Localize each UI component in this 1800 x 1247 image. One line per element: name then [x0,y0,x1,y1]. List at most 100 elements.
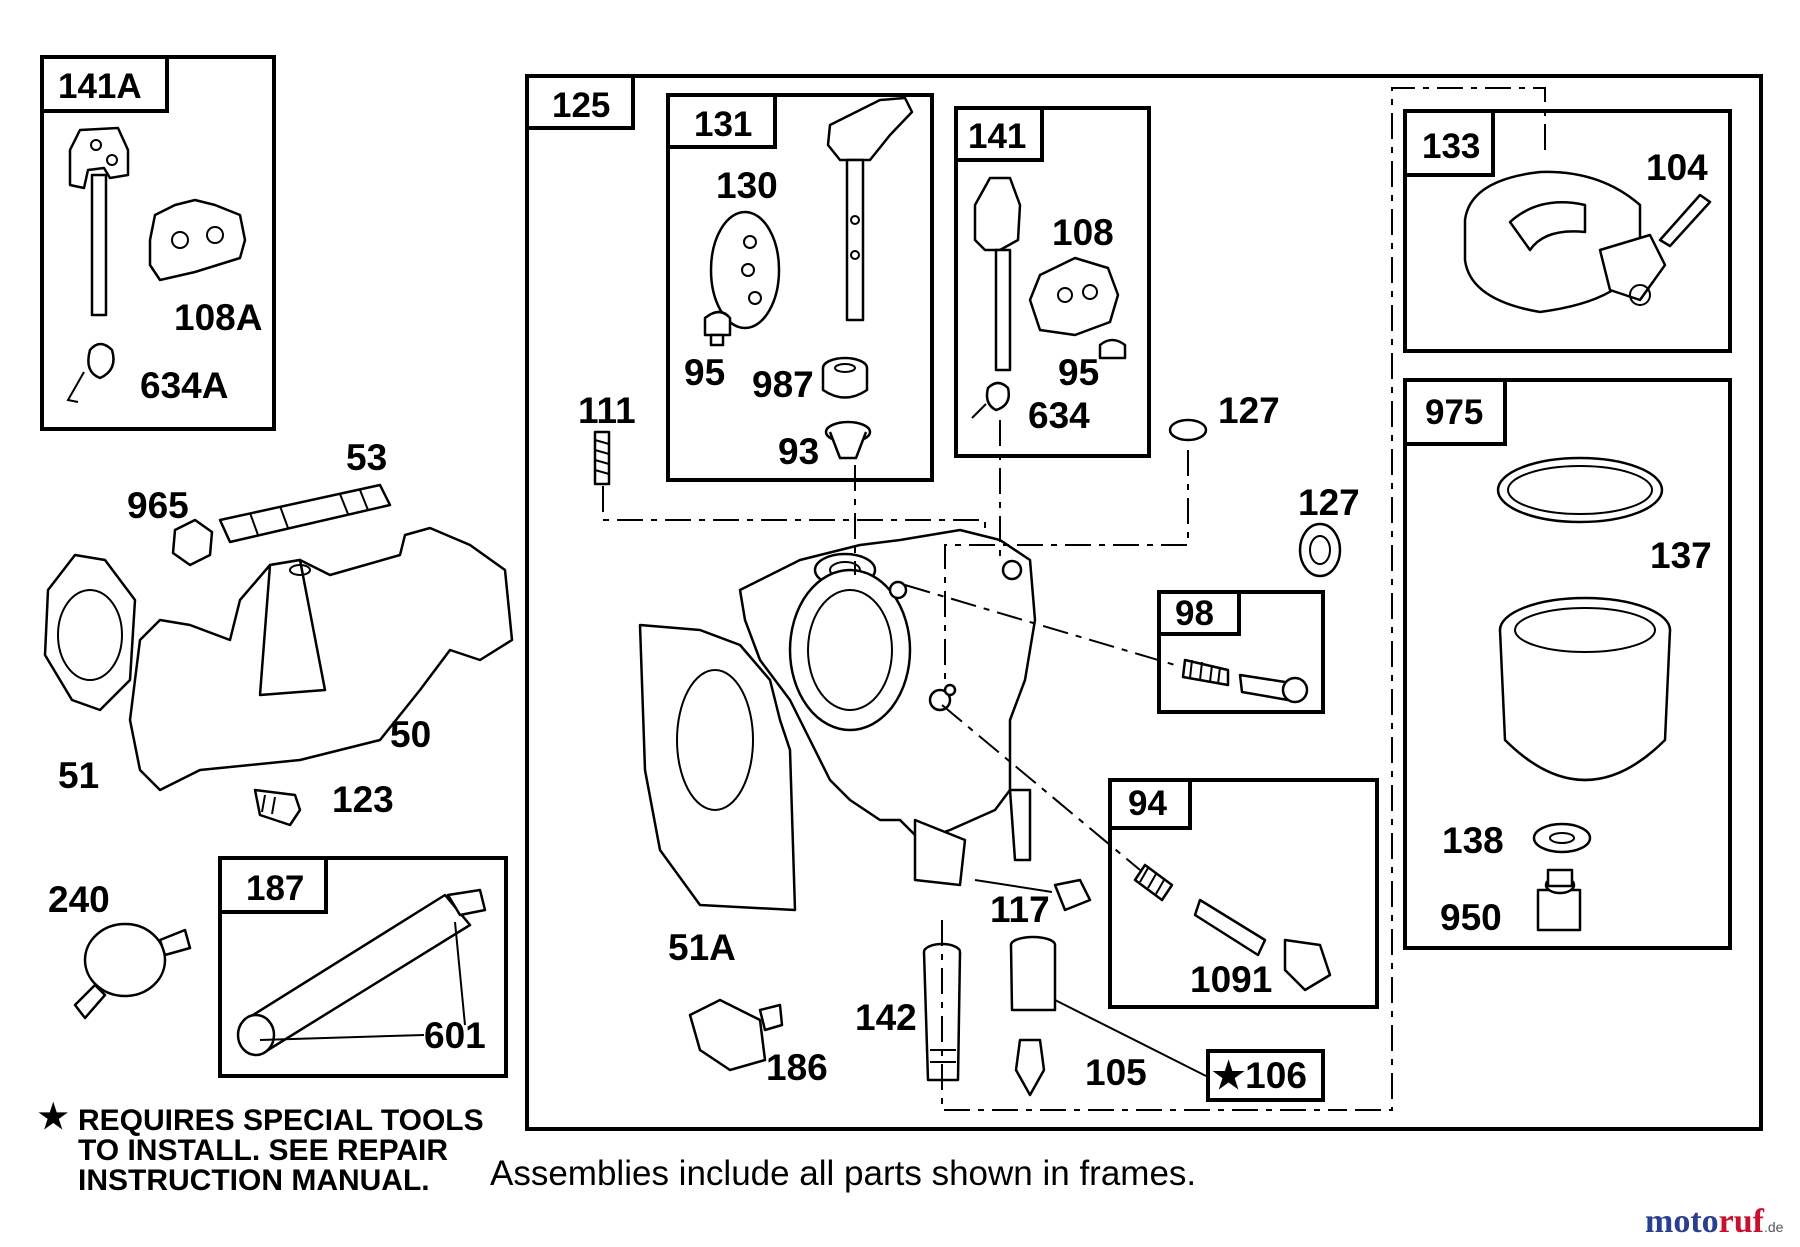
line-94 [941,704,1141,871]
part-manifold-50 [128,526,514,792]
part-choke-plate-130 [709,210,781,330]
dash-bracket-right [1345,87,1546,1111]
part-bowl-975 [1498,596,1672,782]
part-screw-123 [253,788,302,827]
caption: Assemblies include all parts shown in fr… [490,1154,1196,1193]
label-186: 186 [766,1047,828,1088]
part-gasket-51a [638,623,797,912]
label-127-upper: 127 [1218,390,1280,431]
label-965: 965 [127,485,189,526]
label-93: 93 [778,431,819,472]
leader-601a [259,1034,425,1041]
part-washer-138 [1532,822,1592,854]
part-choke-shaft [826,96,914,322]
part-throttle-shaft-141 [973,176,1022,372]
part-needle-94 [1193,898,1267,957]
label-105: 105 [1085,1052,1147,1093]
part-limiter-cap-1091 [1283,938,1332,992]
line-111 [602,486,986,535]
label-111: 111 [578,390,636,431]
label-98: 98 [1175,594,1214,633]
label-133: 133 [1422,127,1480,166]
leader-106 [1054,999,1207,1077]
part-bowl-nut-950 [1536,868,1582,932]
frame-94 [1108,778,1379,1009]
part-screw-98 [1238,673,1309,704]
part-spring-634 [971,381,1010,419]
frame-131 [666,93,934,482]
part-spring-634a [66,342,115,403]
label-95-choke: 95 [684,352,725,393]
part-stud-53 [218,483,392,544]
note-line-1: REQUIRES SPECIAL TOOLS [78,1104,484,1137]
label-975: 975 [1425,393,1483,432]
label-142: 142 [855,997,917,1038]
label-950: 950 [1440,897,1502,938]
label-51: 51 [58,755,99,796]
leader-601b [454,921,466,1026]
part-carburetor-body-125 [738,528,1037,887]
frame-975 [1403,378,1732,950]
watermark-part1: moto [1645,1203,1719,1240]
label-141: 141 [968,117,1026,156]
part-nozzle-117 [1053,878,1092,912]
part-spring-94 [1133,863,1174,902]
label-141a: 141A [58,67,142,106]
star-icon: ★ [38,1098,68,1136]
leader-117 [974,879,1053,893]
svg-text:motoruf.de: motoruf.de [1645,1203,1784,1240]
frame-125 [525,74,1763,1131]
part-screw-95b [1098,338,1127,360]
frame-187 [218,856,508,1078]
label-130: 130 [716,165,778,206]
label-117: 117 [990,889,1050,930]
label-634a: 634A [140,365,228,406]
watermark-logo: motoruf.de [1645,1203,1784,1240]
label-240: 240 [48,879,110,920]
part-throttle-shaft-141a [68,126,130,317]
line-127 [944,450,1189,680]
part-screw-95a [703,310,732,347]
label-51a: 51A [668,927,736,968]
label-127-lower: 127 [1298,482,1360,523]
label-634: 634 [1028,395,1090,436]
part-pin-104 [1658,193,1712,248]
part-spring-98 [1181,658,1230,687]
part-seat-105 [1009,935,1057,1012]
label-1091: 1091 [1190,959,1272,1000]
part-bushing-93 [824,420,872,460]
label-601: 601 [424,1015,486,1056]
part-emulsion-tube-142 [922,942,962,1082]
part-gasket-51 [43,553,137,712]
label-125: 125 [552,86,610,125]
watermark-part2: ruf [1719,1203,1765,1240]
frame-133 [1403,109,1732,353]
part-seal-987 [821,356,869,399]
label-138: 138 [1442,820,1504,861]
label-987: 987 [752,364,814,405]
part-fuel-line-187 [236,888,487,1057]
part-throttle-plate-108 [1028,256,1120,337]
part-float-133 [1463,170,1667,314]
note-line-3: INSTRUCTION MANUAL. [78,1164,430,1197]
part-nut-965 [171,518,214,567]
label-131: 131 [694,105,752,144]
frame-141a [40,55,276,431]
watermark-suffix: .de [1764,1219,1784,1235]
part-throttle-plate-108a [148,198,247,282]
label-106: ★106 [1212,1055,1307,1096]
part-fuel-filter-240 [73,922,192,1020]
part-gasket-137 [1496,456,1664,524]
label-108a: 108A [174,297,262,338]
note-line-2: TO INSTALL. SEE REPAIR [78,1134,448,1167]
frame-141 [954,106,1151,458]
frame-106 [1206,1049,1325,1102]
label-137: 137 [1650,535,1712,576]
frame-98 [1157,590,1325,714]
part-plug-127-upper [1168,418,1208,442]
label-95-throttle: 95 [1058,352,1099,393]
line-bottom [941,920,1345,1111]
label-108: 108 [1052,212,1114,253]
